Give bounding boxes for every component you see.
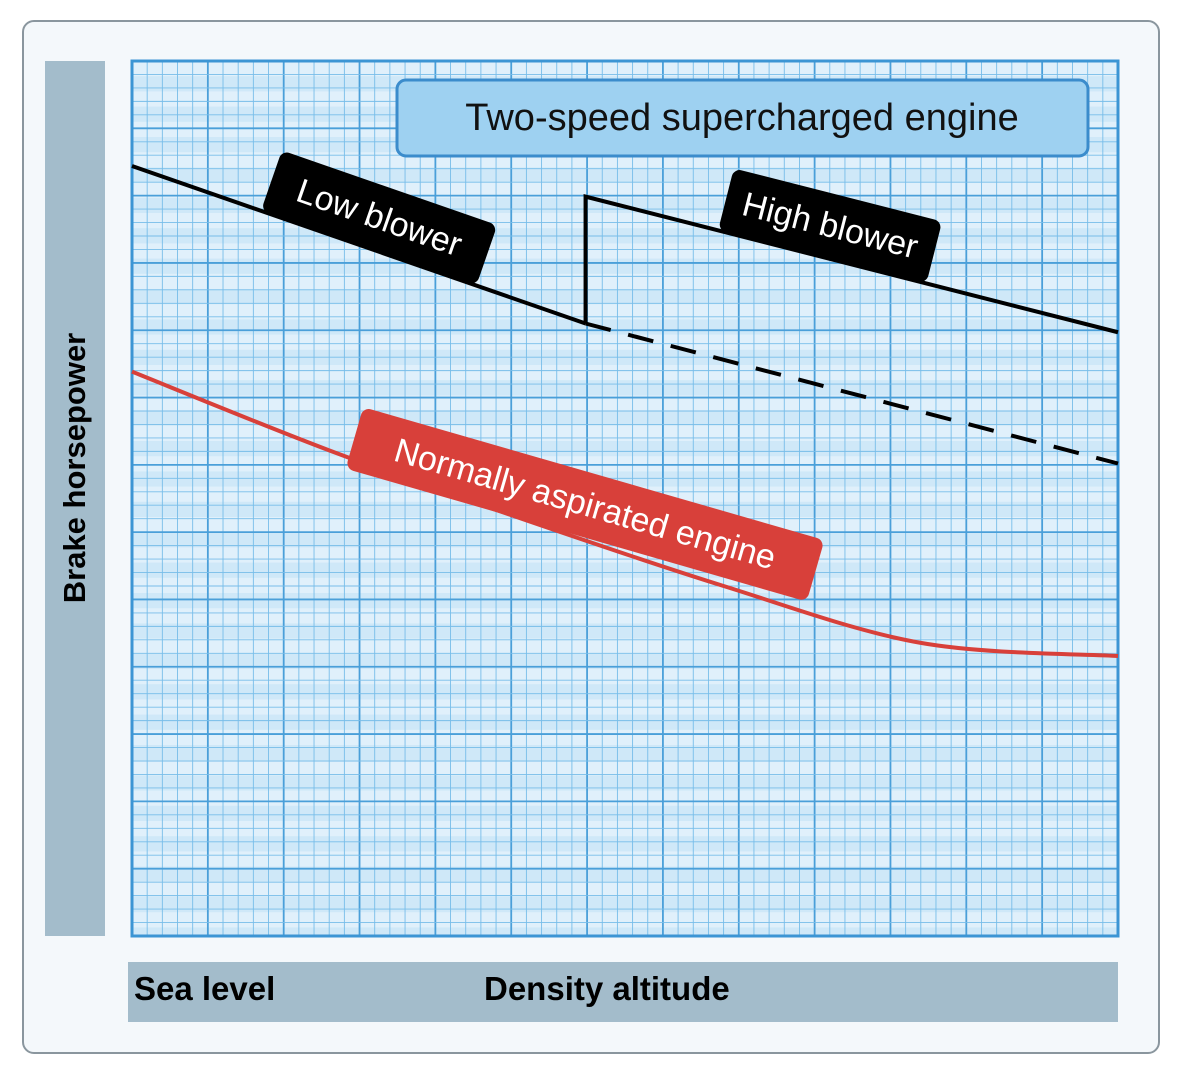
grid-stripe <box>132 912 1118 928</box>
grid-stripe <box>132 425 1118 441</box>
high-blower-tag-bg <box>719 170 941 282</box>
low-blower-tag-bg <box>263 152 496 284</box>
grid-stripe <box>132 608 1118 624</box>
grid-stripe <box>132 790 1118 806</box>
chart-title: Two-speed supercharged engine <box>465 97 1019 139</box>
series-line-2 <box>585 321 1119 466</box>
x-axis-start-label: Sea level <box>134 970 276 1007</box>
grid-stripe <box>132 729 1118 745</box>
grid-stripe <box>132 395 1118 411</box>
series-line-3 <box>131 369 1119 658</box>
grid-stripe <box>132 334 1118 350</box>
grid-stripe <box>132 273 1118 289</box>
grid-stripe <box>132 669 1118 685</box>
series-line-1 <box>583 194 1119 335</box>
grid-stripe <box>132 365 1118 381</box>
y-axis-band <box>45 61 105 936</box>
grid-stripe <box>132 638 1118 654</box>
grid-stripe <box>132 61 1118 77</box>
grid-stripe <box>132 456 1118 472</box>
grid-stripe <box>132 760 1118 776</box>
grid-stripe <box>132 577 1118 593</box>
plot-border <box>130 59 1120 938</box>
grid-stripe <box>132 881 1118 897</box>
x-axis-band <box>128 962 1118 1022</box>
grid-stripe <box>132 851 1118 867</box>
normally-aspirated-tag-bg <box>347 409 823 600</box>
grid-stripe <box>132 304 1118 320</box>
x-axis-label: Density altitude <box>484 970 730 1007</box>
chart-title-box: Two-speed supercharged engine <box>395 78 1090 158</box>
grid-stripe <box>132 243 1118 259</box>
